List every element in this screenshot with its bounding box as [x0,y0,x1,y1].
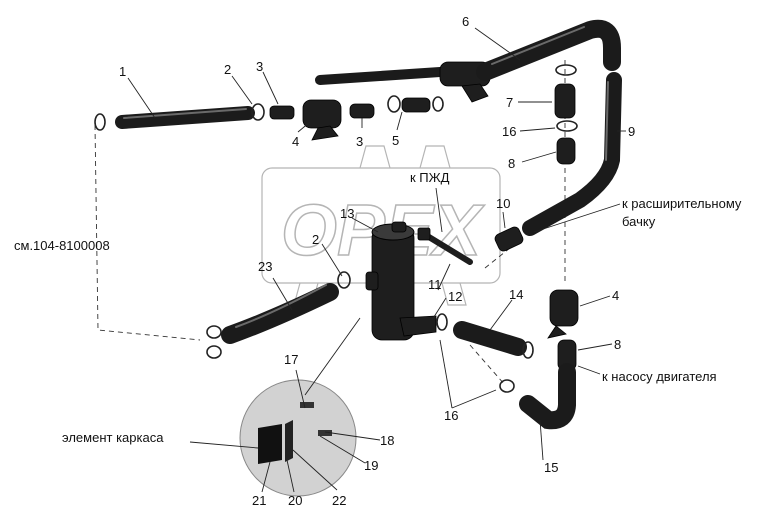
callout-2b: 2 [312,232,319,247]
hose-14 [453,321,527,356]
pipe-3-right [349,103,375,119]
clamp-14-right [522,341,534,359]
clamp-5-left [387,95,401,113]
callout-19: 19 [364,458,378,473]
hose-23 [221,283,339,344]
label-see-ref: см.104-8100008 [14,238,110,253]
clamp-23-left-a [206,325,222,339]
clamp-2-top [251,103,265,121]
callout-3b: 3 [356,134,363,149]
callout-23: 23 [258,259,272,274]
clamp-12 [436,313,448,331]
callout-5: 5 [392,133,399,148]
callout-14: 14 [509,287,523,302]
fitting-10 [494,226,524,252]
callout-20: 20 [288,493,302,508]
callout-4a: 4 [292,134,299,149]
callout-10: 10 [496,196,510,211]
callout-8b: 8 [614,337,621,352]
callout-16a: 16 [502,124,516,139]
pipe-5 [401,97,431,113]
pipe-7 [554,83,576,119]
label-to-pump: к насосу двигателя [602,369,717,384]
bolt-11 [417,227,473,265]
callout-17: 17 [284,352,298,367]
clamp-16-lower [499,379,515,393]
callout-12: 12 [448,289,462,304]
elbow-15 [519,363,576,430]
callout-16b: 16 [444,408,458,423]
callout-7: 7 [506,95,513,110]
callout-1: 1 [119,64,126,79]
clamp-23-left-b [206,345,222,359]
pipe-8-top [556,137,576,165]
label-to-pzhd: к ПЖД [410,170,450,185]
callout-11: 11 [428,277,442,292]
clamp-2-lower [337,271,351,289]
valve-4-top [302,99,342,141]
hose-9 [522,72,622,236]
callout-3a: 3 [256,59,263,74]
clamp-6 [555,64,577,76]
label-to-tank-2: бачку [622,214,656,229]
clamp-16-top [556,120,578,132]
leader-lines [127,27,626,493]
detail-circle [239,379,357,497]
callout-2a: 2 [224,62,231,77]
hose-6 [476,19,621,81]
callout-22: 22 [332,493,346,508]
callout-8a: 8 [508,156,515,171]
label-frame-element: элемент каркаса [62,430,164,445]
callout-13: 13 [340,206,354,221]
upper-hose-assembly [315,61,491,103]
callout-9: 9 [628,124,635,139]
clamp-5-right [432,96,444,112]
callout-21: 21 [252,493,266,508]
callout-15: 15 [544,460,558,475]
heater-body [365,221,437,341]
callout-6: 6 [462,14,469,29]
callout-18: 18 [380,433,394,448]
clamp-left [94,113,106,131]
callout-4b: 4 [612,288,619,303]
label-to-tank-1: к расширительному [622,196,742,211]
valve-4-lower [547,289,579,339]
hose-1 [115,106,255,129]
pipe-3-top [269,105,295,120]
